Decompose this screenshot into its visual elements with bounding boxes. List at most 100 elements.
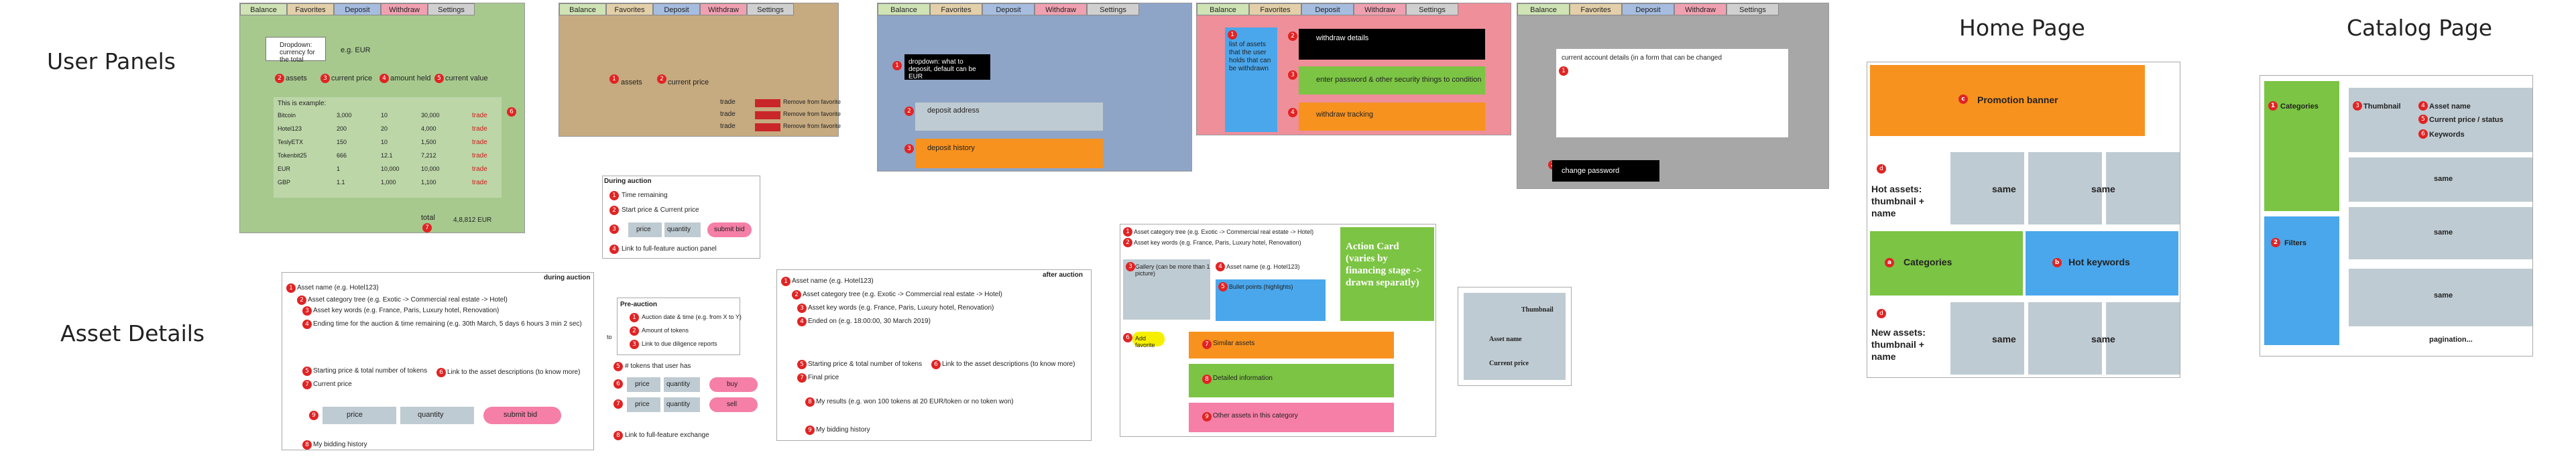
tab-withdraw[interactable]: Withdraw bbox=[1354, 3, 1406, 15]
tab-favorites[interactable]: Favorites bbox=[606, 3, 653, 15]
tab-deposit[interactable]: Deposit bbox=[982, 3, 1035, 15]
hot-asset-thumb[interactable] bbox=[1950, 152, 2024, 224]
tab-favorites[interactable]: Favorites bbox=[930, 3, 982, 15]
quantity-input[interactable]: quantity bbox=[664, 397, 700, 412]
tab-deposit[interactable]: Deposit bbox=[1622, 3, 1674, 15]
panel-tabs: Balance Favorites Deposit Withdraw Setti… bbox=[1517, 3, 1779, 17]
total-label: total bbox=[421, 214, 435, 222]
tab-deposit[interactable]: Deposit bbox=[653, 3, 700, 15]
promotion-banner[interactable]: c Promotion banner bbox=[1870, 65, 2145, 136]
tab-favorites[interactable]: Favorites bbox=[1249, 3, 1301, 15]
tab-withdraw[interactable]: Withdraw bbox=[381, 3, 428, 15]
trade-link[interactable]: trade bbox=[472, 125, 487, 133]
price-status-label: Current price / status bbox=[2429, 116, 2504, 124]
same-label: same bbox=[2434, 291, 2453, 300]
tab-settings[interactable]: Settings bbox=[1406, 3, 1458, 15]
submit-bid-button[interactable]: submit bid bbox=[707, 222, 752, 237]
catalog-item[interactable]: 3 Thumbnail 4 Asset name 5 Current price… bbox=[2349, 88, 2532, 152]
pagination[interactable]: pagination... bbox=[2429, 336, 2473, 344]
quantity-input[interactable]: quantity bbox=[400, 407, 474, 424]
trade-link[interactable]: trade bbox=[472, 139, 487, 146]
tab-settings[interactable]: Settings bbox=[747, 3, 794, 15]
new-asset-thumb[interactable] bbox=[2028, 302, 2102, 375]
bullet-points-label: Bullet points (highlights) bbox=[1229, 283, 1293, 290]
tab-balance[interactable]: Balance bbox=[1197, 3, 1249, 15]
tab-balance[interactable]: Balance bbox=[240, 3, 287, 15]
catalog-item[interactable]: same bbox=[2349, 269, 2532, 326]
price-input[interactable]: price bbox=[323, 407, 396, 424]
hot-asset-thumb[interactable] bbox=[2106, 152, 2180, 224]
withdraw-password-box[interactable]: enter password & other security things t… bbox=[1299, 66, 1485, 94]
filters-label: Filters bbox=[2284, 239, 2307, 247]
gallery-label: Gallery (can be more than 1 picture) bbox=[1135, 263, 1210, 277]
thumbnail-card[interactable]: Thumbnail Asset name Current price bbox=[1458, 287, 1572, 386]
tab-withdraw[interactable]: Withdraw bbox=[700, 3, 747, 15]
asset-name-cell: TeslyETX bbox=[278, 139, 304, 145]
change-password-button[interactable]: change password bbox=[1552, 160, 1659, 182]
withdrawable-assets-list[interactable]: 1 list of assets that the user holds tha… bbox=[1225, 27, 1277, 132]
gallery-image[interactable]: 3 Gallery (can be more than 1 picture) bbox=[1123, 259, 1210, 320]
add-favorite-label: Add favorite bbox=[1135, 335, 1155, 348]
action-card[interactable]: Action Card (varies by financing stage -… bbox=[1340, 227, 1434, 321]
submit-bid-button[interactable]: submit bid bbox=[483, 407, 561, 424]
tab-withdraw[interactable]: Withdraw bbox=[1035, 3, 1087, 15]
tab-deposit[interactable]: Deposit bbox=[1301, 3, 1354, 15]
new-asset-thumb[interactable] bbox=[1950, 302, 2024, 375]
remove-favorite-button[interactable] bbox=[755, 99, 780, 107]
deposit-address-box: deposit address bbox=[915, 103, 1103, 131]
add-favorite-button[interactable]: Add favorite bbox=[1132, 332, 1165, 348]
buy-label: buy bbox=[727, 381, 738, 388]
remove-favorite-button[interactable] bbox=[755, 111, 780, 119]
trade-link[interactable]: trade bbox=[720, 99, 736, 106]
sell-button[interactable]: sell bbox=[709, 397, 758, 412]
trade-link[interactable]: trade bbox=[720, 123, 736, 130]
price-input[interactable]: price bbox=[627, 377, 660, 392]
categories-block[interactable]: a Categories bbox=[1870, 231, 2023, 296]
detail-item: My bidding history bbox=[313, 441, 367, 448]
quantity-input[interactable]: quantity bbox=[664, 222, 701, 237]
trade-link[interactable]: trade bbox=[720, 111, 736, 118]
filters-sidebar[interactable]: 2 Filters bbox=[2264, 216, 2339, 345]
deposit-dropdown[interactable]: dropdown: what to deposit, default can b… bbox=[904, 54, 990, 80]
remove-favorite-button[interactable] bbox=[755, 123, 780, 131]
tab-deposit[interactable]: Deposit bbox=[334, 3, 381, 15]
currency-dropdown[interactable]: Dropdown: currency for the total bbox=[266, 37, 326, 64]
value-cell: 10,000 bbox=[421, 166, 440, 172]
tab-settings[interactable]: Settings bbox=[1726, 3, 1779, 15]
tab-settings[interactable]: Settings bbox=[428, 3, 475, 15]
hot-keywords-block[interactable]: b Hot keywords bbox=[2026, 231, 2178, 296]
auction-panel-link[interactable]: Link to full-feature auction panel bbox=[622, 245, 717, 253]
quantity-input[interactable]: quantity bbox=[664, 377, 700, 392]
asset-name-label: Asset name (e.g. Hotel123) bbox=[1226, 263, 1300, 270]
full-exchange-link[interactable]: Link to full-feature exchange bbox=[625, 432, 709, 439]
tab-balance[interactable]: Balance bbox=[878, 3, 930, 15]
tab-balance[interactable]: Balance bbox=[1517, 3, 1570, 15]
detail-item[interactable]: Link to the asset descriptions (to know … bbox=[447, 369, 581, 376]
trade-link[interactable]: trade bbox=[472, 112, 487, 119]
new-asset-thumb[interactable] bbox=[2106, 302, 2180, 375]
catalog-item[interactable]: same bbox=[2349, 157, 2532, 202]
price-input[interactable]: price bbox=[627, 397, 660, 412]
price-label: price bbox=[635, 381, 650, 388]
detail-item[interactable]: Link to the asset descriptions (to know … bbox=[942, 361, 1075, 368]
trade-link[interactable]: trade bbox=[472, 152, 487, 159]
price-input[interactable]: price bbox=[628, 222, 662, 237]
categories-sidebar[interactable]: 1 Categories bbox=[2264, 81, 2339, 211]
pre-auction-item[interactable]: Link to due diligence reports bbox=[642, 340, 717, 347]
tab-withdraw[interactable]: Withdraw bbox=[1674, 3, 1726, 15]
trade-link[interactable]: trade bbox=[472, 179, 487, 186]
tab-favorites[interactable]: Favorites bbox=[1570, 3, 1622, 15]
account-details-form[interactable]: current account details (in a form that … bbox=[1556, 49, 1788, 137]
quantity-label: quantity bbox=[666, 401, 691, 408]
hot-asset-thumb[interactable] bbox=[2028, 152, 2102, 224]
tab-favorites[interactable]: Favorites bbox=[287, 3, 334, 15]
catalog-item[interactable]: same bbox=[2349, 207, 2532, 259]
thumbnail-card-body: Thumbnail Asset name Current price bbox=[1464, 293, 1566, 380]
buy-button[interactable]: buy bbox=[709, 377, 758, 392]
tab-balance[interactable]: Balance bbox=[559, 3, 606, 15]
account-details-label: current account details (in a form that … bbox=[1562, 54, 1722, 62]
label-amount-held: amount held bbox=[390, 74, 431, 82]
tab-settings[interactable]: Settings bbox=[1087, 3, 1139, 15]
marker: 3 bbox=[904, 144, 914, 153]
trade-link[interactable]: trade bbox=[472, 166, 487, 173]
